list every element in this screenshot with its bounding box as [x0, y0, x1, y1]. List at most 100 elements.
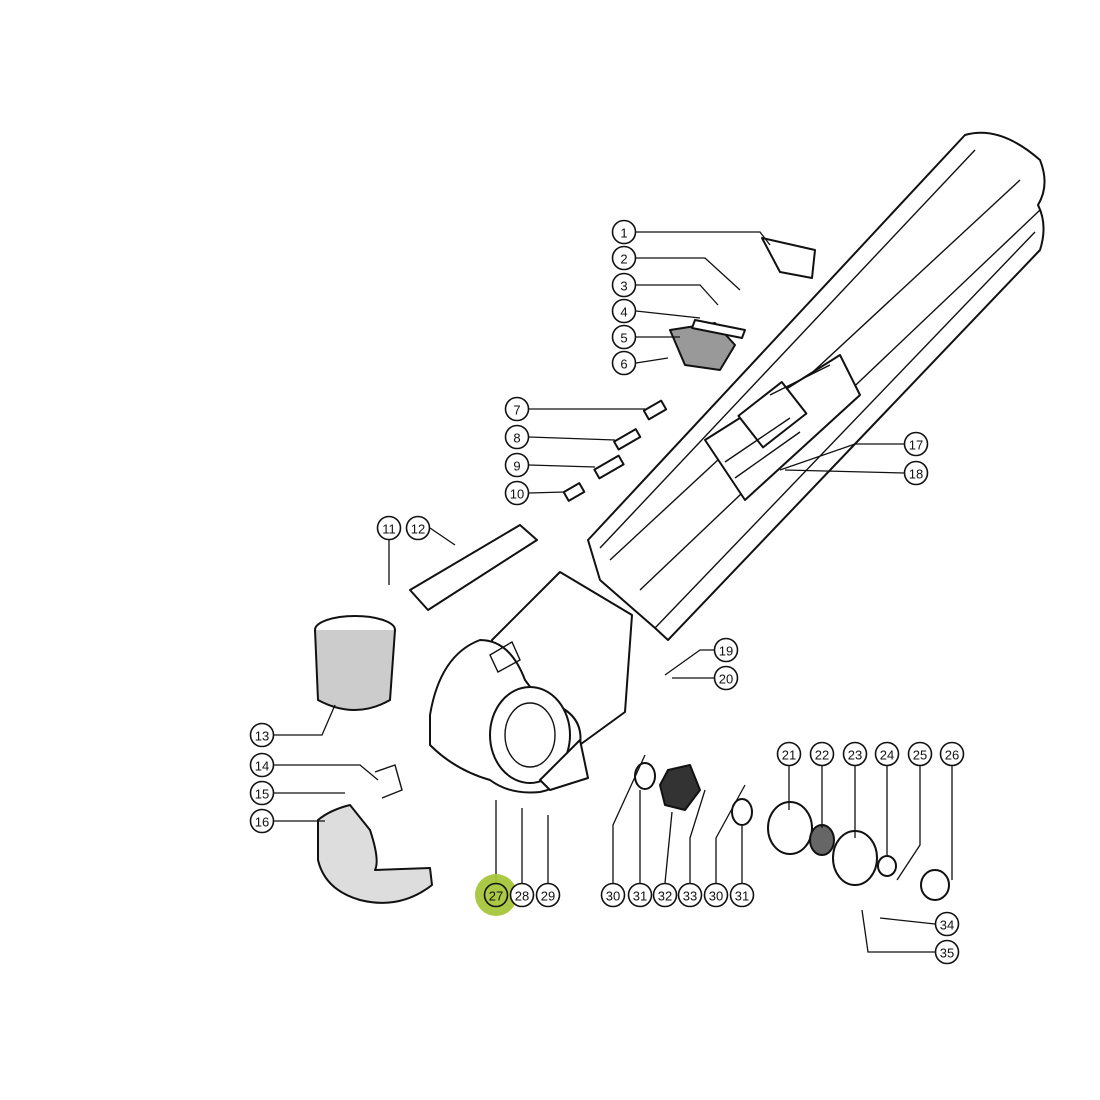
callout-10[interactable]: 10: [504, 480, 566, 506]
callout-29[interactable]: 29: [535, 815, 561, 908]
callout-number: 14: [255, 759, 269, 774]
highlight-marker: [475, 874, 517, 916]
callout-circle: [600, 882, 626, 908]
leader-line: [664, 811, 673, 884]
leader-line: [715, 784, 746, 883]
leader-line: [896, 766, 921, 881]
callout-circle: [729, 882, 755, 908]
callout-22[interactable]: 22: [809, 741, 835, 829]
leader-line: [784, 469, 905, 474]
callout-25[interactable]: 25: [896, 741, 933, 881]
callout-number: 5: [620, 331, 627, 346]
leader-line: [635, 310, 701, 319]
leader-line: [636, 284, 719, 306]
leader-line: [528, 436, 616, 441]
callout-6[interactable]: 6: [611, 350, 669, 376]
callout-number: 22: [815, 748, 829, 763]
leader-line: [612, 754, 646, 883]
leader-line: [274, 704, 336, 736]
callout-circle: [713, 637, 739, 663]
callout-1[interactable]: 1: [611, 219, 771, 246]
leader-line: [879, 917, 936, 925]
callout-17[interactable]: 17: [779, 431, 929, 471]
callout-circle: [611, 350, 637, 376]
callout-number: 32: [658, 889, 672, 904]
callout-11[interactable]: 11: [376, 515, 402, 586]
callout-31[interactable]: 31: [627, 790, 653, 908]
leader-line: [636, 231, 771, 246]
callout-number: 13: [255, 729, 269, 744]
callout-34[interactable]: 34: [879, 911, 960, 937]
callout-circle: [611, 219, 637, 245]
leader-line: [274, 764, 379, 781]
callout-circle: [677, 882, 703, 908]
callout-14[interactable]: 14: [249, 752, 379, 781]
callout-30[interactable]: 30: [600, 754, 646, 908]
callout-number: 3: [620, 279, 627, 294]
callout-32[interactable]: 32: [652, 811, 678, 908]
callout-number: 25: [913, 748, 927, 763]
callout-9[interactable]: 9: [504, 452, 596, 478]
callout-20[interactable]: 20: [672, 665, 739, 691]
lower-housing: [429, 571, 633, 794]
callout-number: 27: [489, 889, 503, 904]
callout-15[interactable]: 15: [249, 780, 346, 806]
callout-number: 11: [382, 522, 396, 537]
bearing-parts: [634, 762, 950, 901]
callout-7[interactable]: 7: [504, 396, 646, 422]
callout-12[interactable]: 12: [405, 515, 456, 546]
callout-18[interactable]: 18: [784, 460, 929, 486]
callout-8[interactable]: 8: [504, 424, 616, 450]
leader-line: [528, 491, 566, 494]
callout-number: 17: [909, 438, 923, 453]
callout-2[interactable]: 2: [611, 245, 741, 291]
leader-line: [528, 464, 596, 468]
band: [314, 615, 396, 711]
callout-circle: [842, 741, 868, 767]
callout-number: 12: [411, 522, 425, 537]
callout-13[interactable]: 13: [249, 704, 336, 748]
callout-number: 2: [620, 252, 627, 267]
callout-number: 34: [940, 918, 954, 933]
callout-circle: [907, 741, 933, 767]
callout-3[interactable]: 3: [611, 272, 719, 306]
callout-number: 10: [510, 487, 524, 502]
callout-26[interactable]: 26: [939, 741, 965, 881]
callout-30[interactable]: 30: [703, 784, 746, 908]
callout-circle: [249, 752, 275, 778]
callout-circle: [809, 741, 835, 767]
callout-33[interactable]: 33: [677, 789, 706, 908]
callout-circle: [627, 882, 653, 908]
callout-circle: [776, 741, 802, 767]
callout-circle: [703, 882, 729, 908]
callout-number: 35: [940, 946, 954, 961]
callout-circle: [903, 460, 929, 486]
callout-27[interactable]: 27: [475, 800, 517, 916]
callout-24[interactable]: 24: [874, 741, 900, 857]
callout-number: 6: [620, 357, 627, 372]
callout-5[interactable]: 5: [611, 324, 681, 350]
callout-circle: [903, 431, 929, 457]
leader-line: [861, 909, 935, 953]
callout-circle: [376, 515, 402, 541]
callout-number: 26: [945, 748, 959, 763]
callout-4[interactable]: 4: [611, 298, 701, 324]
bracket: [761, 237, 816, 279]
callout-circle: [504, 452, 530, 478]
callout-23[interactable]: 23: [842, 741, 868, 839]
callout-circle: [249, 780, 275, 806]
callout-31[interactable]: 31: [729, 826, 755, 908]
callout-21[interactable]: 21: [776, 741, 802, 811]
callout-35[interactable]: 35: [861, 909, 960, 965]
callout-28[interactable]: 28: [509, 808, 535, 908]
callout-circle: [405, 515, 431, 541]
callout-19[interactable]: 19: [664, 637, 739, 676]
callout-circle: [874, 741, 900, 767]
callout-number: 16: [255, 815, 269, 830]
leader-line: [779, 443, 904, 471]
callout-circle: [535, 882, 561, 908]
callout-16[interactable]: 16: [249, 808, 326, 834]
leader-line: [636, 257, 741, 291]
